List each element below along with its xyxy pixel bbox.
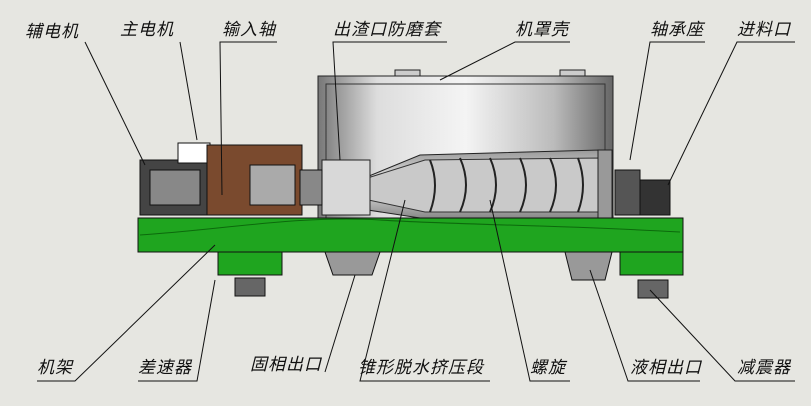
label-discharge-wear-sleeve: 出渣口防磨套: [333, 20, 441, 40]
label-liquid-outlet: 液相出口: [630, 358, 702, 378]
label-housing: 机罩壳: [515, 20, 569, 40]
machine-frame: [137, 217, 684, 299]
gearbox: [206, 144, 671, 216]
label-damper: 减震器: [737, 358, 791, 378]
label-feed-inlet: 进料口: [737, 20, 791, 40]
label-input-shaft: 输入轴: [222, 20, 276, 40]
label-screw: 螺旋: [530, 358, 566, 378]
bowl-screw: [321, 149, 613, 219]
label-aux-motor: 辅电机: [25, 22, 79, 42]
motors: [139, 142, 211, 216]
label-differential: 差速器: [138, 358, 192, 378]
label-cone-dewatering-section: 锥形脱水挤压段: [358, 358, 484, 378]
label-bearing-seat: 轴承座: [650, 20, 704, 40]
label-frame: 机架: [37, 358, 73, 378]
label-main-motor: 主电机: [120, 20, 174, 40]
leader-lines: [37, 41, 795, 382]
label-solid-outlet: 固相出口: [250, 355, 322, 375]
